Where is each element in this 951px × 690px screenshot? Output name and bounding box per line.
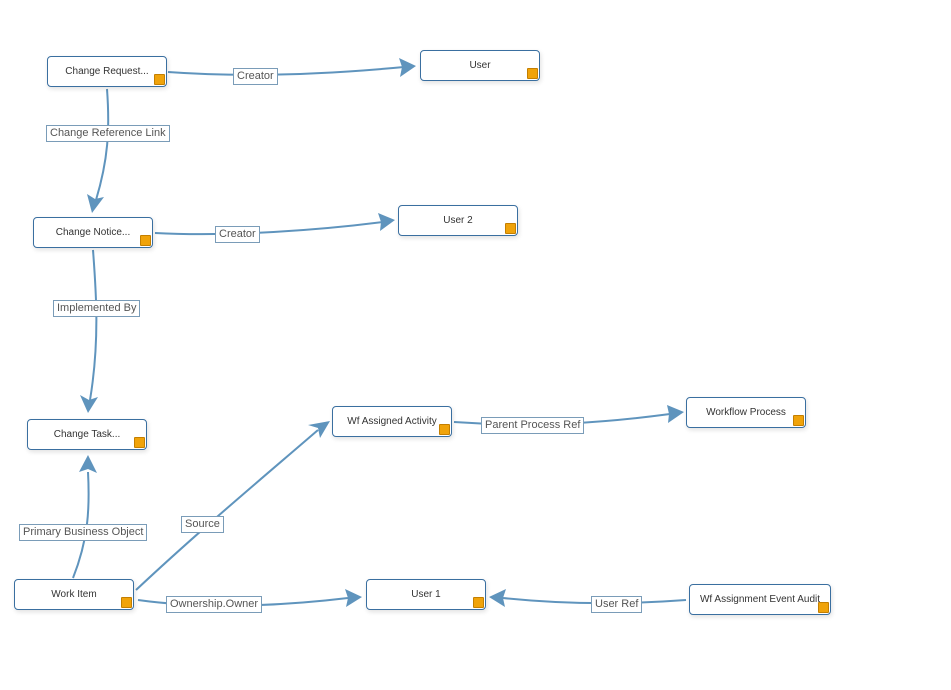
node-label: Workflow Process xyxy=(706,407,786,418)
node-marker-icon xyxy=(527,68,538,79)
edge-change-reference-link xyxy=(95,88,110,201)
node-marker-icon xyxy=(793,415,804,426)
node-label: User xyxy=(469,60,491,71)
arrowhead xyxy=(308,421,330,438)
edge-label-primary-business-object[interactable]: Primary Business Object xyxy=(19,524,148,541)
arrowhead xyxy=(667,405,684,423)
edge-label-creator[interactable]: Creator xyxy=(233,68,278,85)
arrowhead xyxy=(345,589,362,607)
node-user[interactable]: User xyxy=(420,50,540,81)
node-work-item[interactable]: Work Item xyxy=(14,579,134,610)
edge-label-change-reference-link[interactable]: Change Reference Link xyxy=(46,125,170,142)
node-marker-icon xyxy=(473,597,484,608)
node-wf-assignment-event-audit[interactable]: Wf Assignment Event Audit xyxy=(689,584,831,615)
edge-label-creator[interactable]: Creator xyxy=(215,226,260,243)
node-label: Change Request... xyxy=(65,66,149,77)
node-user-2[interactable]: User 2 xyxy=(398,205,518,236)
edge-label-source[interactable]: Source xyxy=(181,516,224,533)
edge-label-ownership-owner[interactable]: Ownership.Owner xyxy=(166,596,263,613)
node-marker-icon xyxy=(121,597,132,608)
node-change-task[interactable]: Change Task... xyxy=(27,419,147,450)
arrowhead xyxy=(87,194,104,213)
node-marker-icon xyxy=(140,235,151,246)
node-wf-assigned-activity[interactable]: Wf Assigned Activity xyxy=(332,406,452,437)
node-marker-icon xyxy=(439,424,450,435)
node-label: Wf Assigned Activity xyxy=(347,416,437,427)
node-marker-icon xyxy=(818,602,829,613)
node-marker-icon xyxy=(134,437,145,448)
arrowhead xyxy=(399,58,416,77)
arrowhead xyxy=(378,213,395,231)
edge-creator-change-notice-user2 xyxy=(154,221,384,236)
node-change-notice[interactable]: Change Notice... xyxy=(33,217,153,248)
node-label: Wf Assignment Event Audit xyxy=(699,594,821,605)
node-change-request[interactable]: Change Request... xyxy=(47,56,167,87)
edge-source xyxy=(135,429,319,591)
edge-implemented-by xyxy=(89,249,98,401)
arrowhead xyxy=(80,395,98,413)
edge-label-implemented-by[interactable]: Implemented By xyxy=(53,300,141,317)
node-label: User 1 xyxy=(411,589,441,600)
node-user-1[interactable]: User 1 xyxy=(366,579,486,610)
node-label: Change Task... xyxy=(53,429,121,440)
node-marker-icon xyxy=(505,223,516,234)
node-marker-icon xyxy=(154,74,165,85)
edge-label-parent-process-ref[interactable]: Parent Process Ref xyxy=(481,417,585,434)
edge-creator-change-request-user xyxy=(167,66,405,76)
node-label: Work Item xyxy=(51,589,97,600)
node-workflow-process[interactable]: Workflow Process xyxy=(686,397,806,428)
edge-label-user-ref[interactable]: User Ref xyxy=(591,596,643,613)
node-label: User 2 xyxy=(443,215,473,226)
node-label: Change Notice... xyxy=(55,227,131,238)
arrowhead xyxy=(79,455,97,473)
arrowhead xyxy=(489,589,506,607)
